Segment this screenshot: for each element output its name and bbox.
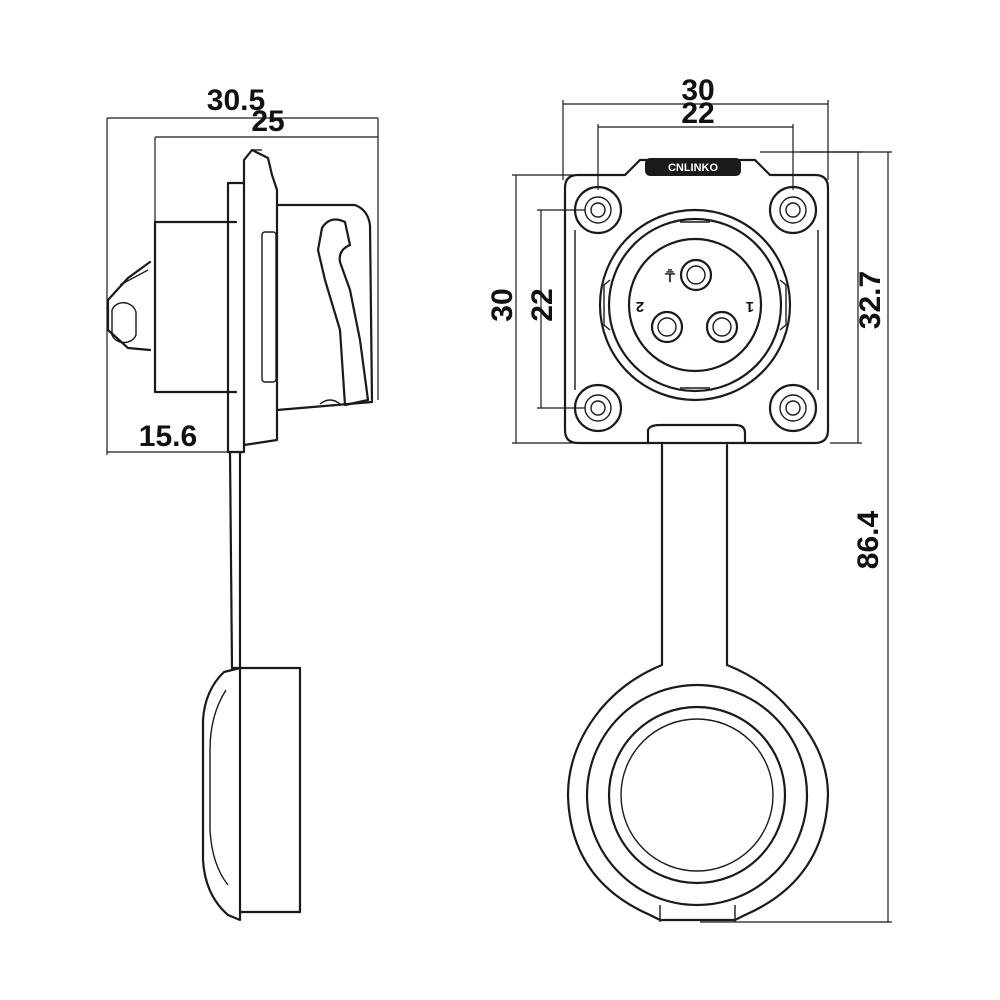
front-view: 30 22 30 22 32.7 — [486, 74, 892, 923]
pin-2-label: 2 — [636, 298, 644, 315]
dim-label-side-body: 25 — [251, 105, 284, 138]
dim-label-front-holes-x: 22 — [681, 97, 714, 130]
dim-label-overall-length: 86.4 — [852, 510, 885, 569]
mounting-hole-tl — [573, 185, 623, 235]
pin-ground-icon: ⏚ — [662, 266, 677, 283]
brand-logo-text: CNLINKO — [668, 162, 719, 174]
mounting-hole-bl — [573, 383, 623, 433]
pin-1 — [705, 310, 739, 344]
mounting-hole-tr — [768, 185, 818, 235]
dim-side-total: 30.5 — [106, 84, 379, 455]
mounting-hole-br — [768, 383, 818, 433]
dim-label-front-holes-y: 22 — [526, 288, 559, 321]
pin-ground — [679, 258, 713, 292]
protective-cap — [566, 683, 830, 922]
dim-front-width: 30 — [562, 74, 829, 180]
dim-overall-length: 86.4 — [700, 151, 892, 923]
dim-front-height: 30 — [486, 174, 575, 444]
dim-side-body: 25 — [154, 105, 378, 222]
dim-front-holes-x: 22 — [597, 97, 794, 190]
dim-label-side-flange: 15.6 — [139, 420, 197, 453]
pin-1-label: 1 — [746, 298, 754, 315]
dim-side-flange: 15.6 — [107, 420, 236, 453]
receptacle — [598, 208, 792, 402]
brand-logo-icon: CNLINKO — [645, 158, 741, 176]
dim-label-front-flange: 32.7 — [854, 271, 887, 329]
pin-2 — [650, 310, 684, 344]
dim-front-holes-y: 22 — [526, 209, 585, 409]
dim-label-side-total: 30.5 — [207, 84, 265, 117]
dim-label-front-width: 30 — [681, 74, 714, 107]
dim-label-front-height: 30 — [486, 288, 519, 321]
side-view: 30.5 25 15.6 — [106, 84, 379, 922]
dim-front-flange: 32.7 — [760, 151, 887, 444]
